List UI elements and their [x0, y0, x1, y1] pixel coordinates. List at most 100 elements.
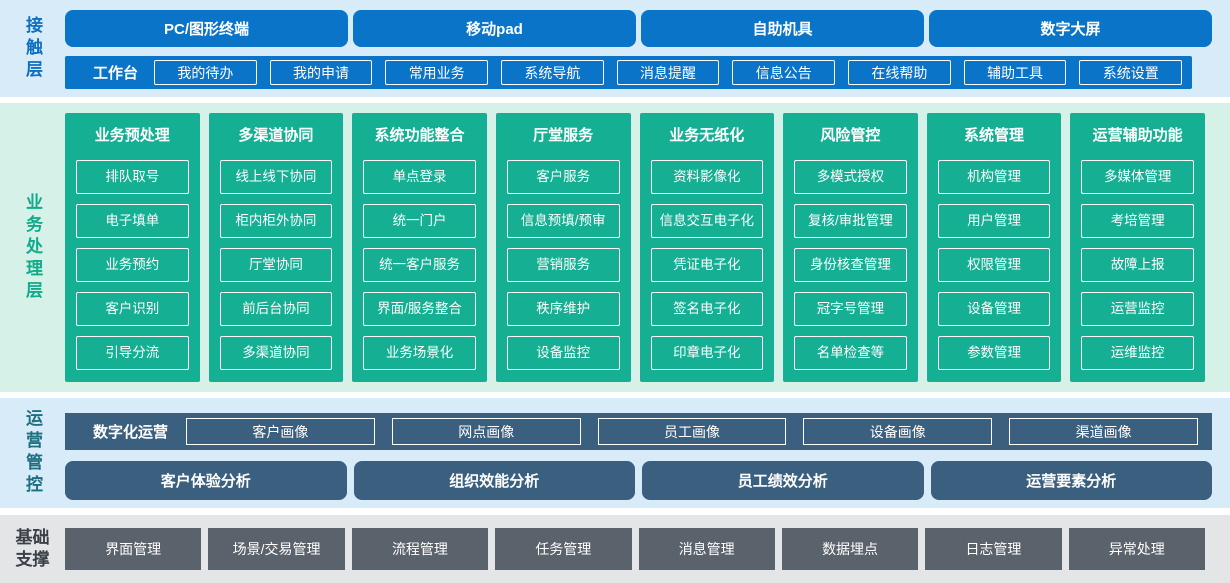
digital-ops-item-staff-profile: 员工画像	[597, 418, 787, 445]
module-column-ops-aux: 运营辅助功能 多媒体管理 考培管理 故障上报 运营监控 运维监控	[1070, 113, 1205, 382]
module-column-integration: 系统功能整合 单点登录 统一门户 统一客户服务 界面/服务整合 业务场景化	[352, 113, 487, 382]
digital-ops-item-customer-profile: 客户画像	[186, 418, 375, 445]
module-item: 冠字号管理	[794, 292, 907, 326]
foundation-layer-label-area: 基础支撑	[0, 515, 65, 583]
foundation-layer-label: 基础支撑	[15, 527, 50, 569]
module-item: 客户识别	[76, 292, 189, 326]
digital-ops-bar: 数字化运营 客户画像 网点画像 员工画像 设备画像 渠道画像	[65, 413, 1212, 450]
workbench-item-info-notice: 信息公告	[732, 60, 836, 85]
module-item: 印章电子化	[650, 336, 764, 370]
module-column-paperless: 业务无纸化 资料影像化 信息交互电子化 凭证电子化 签名电子化 印章电子化	[639, 113, 775, 382]
module-item: 参数管理	[937, 336, 1051, 370]
foundation-item-scene-txn-mgmt: 场景/交易管理	[208, 528, 345, 570]
module-item: 营销服务	[506, 248, 620, 282]
workbench-bar: 工作台 我的待办 我的申请 常用业务 系统导航 消息提醒 信息公告 在线帮助 辅…	[65, 56, 1192, 89]
module-item: 引导分流	[76, 336, 189, 370]
module-title: 业务无纸化	[669, 127, 745, 144]
module-item: 权限管理	[937, 248, 1051, 282]
module-item: 签名电子化	[650, 292, 764, 326]
contact-layer-label-area: 接触层	[0, 0, 65, 97]
module-item: 前后台协同	[219, 292, 333, 326]
module-item: 线上线下协同	[219, 160, 333, 194]
foundation-item-message-mgmt: 消息管理	[638, 528, 775, 570]
module-column-multichannel: 多渠道协同 线上线下协同 柜内柜外协同 厅堂协同 前后台协同 多渠道协同	[208, 113, 344, 382]
module-title: 厅堂服务	[533, 127, 594, 144]
module-item: 统一客户服务	[363, 248, 476, 282]
module-item: 厅堂协同	[219, 248, 333, 282]
workbench-item-system-nav: 系统导航	[501, 60, 604, 85]
module-column-lobby-service: 厅堂服务 客户服务 信息预填/预审 营销服务 秩序维护 设备监控	[495, 113, 631, 382]
module-item: 柜内柜外协同	[219, 204, 333, 238]
module-item: 电子填单	[76, 204, 189, 238]
workbench-item-message-alert: 消息提醒	[616, 60, 720, 85]
module-item: 信息交互电子化	[650, 204, 764, 238]
foundation-item-ui-mgmt: 界面管理	[65, 528, 202, 570]
foundation-item-task-mgmt: 任务管理	[495, 528, 632, 570]
module-item: 资料影像化	[650, 160, 764, 194]
module-item: 多渠道协同	[219, 336, 333, 370]
module-title: 运营辅助功能	[1092, 127, 1183, 144]
contact-layer-content: PC/图形终端 移动pad 自助机具 数字大屏 工作台 我的待办 我的申请 常用…	[65, 0, 1230, 97]
analysis-row: 客户体验分析 组织效能分析 员工绩效分析 运营要素分析	[65, 461, 1212, 500]
module-column-risk-control: 风险管控 多模式授权 复核/审批管理 身份核查管理 冠字号管理 名单检查等	[783, 113, 918, 382]
module-item: 考培管理	[1081, 204, 1194, 238]
workbench-item-system-settings: 系统设置	[1079, 60, 1183, 85]
analysis-org-efficiency: 组织效能分析	[353, 461, 635, 500]
module-item: 运维监控	[1081, 336, 1194, 370]
workbench-label: 工作台	[93, 65, 139, 82]
workbench-item-aux-tools: 辅助工具	[963, 60, 1067, 85]
digital-ops-item-channel-profile: 渠道画像	[1009, 418, 1198, 445]
module-title: 多渠道协同	[238, 127, 314, 144]
module-item: 复核/审批管理	[794, 204, 907, 238]
module-title: 风险管控	[820, 127, 881, 144]
module-item: 单点登录	[363, 160, 476, 194]
module-item: 客户服务	[506, 160, 620, 194]
module-column-preprocess: 业务预处理 排队取号 电子填单 业务预约 客户识别 引导分流	[65, 113, 200, 382]
module-item: 名单检查等	[794, 336, 907, 370]
digital-ops-items: 客户画像 网点画像 员工画像 设备画像 渠道画像	[186, 418, 1198, 445]
contact-layer-label: 接触层	[23, 15, 42, 82]
digital-ops-item-device-profile: 设备画像	[803, 418, 993, 445]
channel-pc-terminal: PC/图形终端	[65, 10, 348, 47]
module-item: 凭证电子化	[650, 248, 764, 282]
module-item: 多模式授权	[794, 160, 907, 194]
channel-self-service: 自助机具	[641, 10, 924, 47]
business-layer-label: 业务处理层	[23, 192, 42, 303]
module-item: 运营监控	[1081, 292, 1194, 326]
foundation-layer: 基础支撑 界面管理 场景/交易管理 流程管理 任务管理 消息管理 数据埋点 日志…	[0, 515, 1230, 583]
contact-layer: 接触层 PC/图形终端 移动pad 自助机具 数字大屏 工作台 我的待办 我的申…	[0, 0, 1230, 97]
digital-ops-item-branch-profile: 网点画像	[391, 418, 581, 445]
module-item: 界面/服务整合	[363, 292, 476, 326]
module-item: 业务场景化	[363, 336, 476, 370]
operations-layer-label: 运营管控	[23, 409, 42, 497]
business-layer-content: 业务预处理 排队取号 电子填单 业务预约 客户识别 引导分流 多渠道协同 线上线…	[65, 103, 1230, 392]
analysis-customer-experience: 客户体验分析	[65, 461, 347, 500]
module-item: 故障上报	[1081, 248, 1194, 282]
operations-layer-content: 数字化运营 客户画像 网点画像 员工画像 设备画像 渠道画像 客户体验分析 组织…	[65, 398, 1230, 508]
foundation-layer-content: 界面管理 场景/交易管理 流程管理 任务管理 消息管理 数据埋点 日志管理 异常…	[65, 515, 1230, 583]
channel-digital-screen: 数字大屏	[929, 10, 1212, 47]
module-item: 信息预填/预审	[506, 204, 620, 238]
module-item: 排队取号	[76, 160, 189, 194]
workbench-items: 我的待办 我的申请 常用业务 系统导航 消息提醒 信息公告 在线帮助 辅助工具 …	[154, 60, 1183, 85]
module-columns: 业务预处理 排队取号 电子填单 业务预约 客户识别 引导分流 多渠道协同 线上线…	[65, 113, 1205, 382]
business-layer: 业务处理层 业务预处理 排队取号 电子填单 业务预约 客户识别 引导分流 多渠道…	[0, 103, 1230, 392]
business-layer-label-area: 业务处理层	[0, 103, 65, 392]
channel-row: PC/图形终端 移动pad 自助机具 数字大屏	[65, 10, 1212, 47]
module-column-system-mgmt: 系统管理 机构管理 用户管理 权限管理 设备管理 参数管理	[926, 113, 1062, 382]
workbench-item-common-biz: 常用业务	[385, 60, 489, 85]
operations-layer-label-area: 运营管控	[0, 398, 65, 508]
module-item: 业务预约	[76, 248, 189, 282]
analysis-ops-elements: 运营要素分析	[930, 461, 1212, 500]
module-item: 用户管理	[937, 204, 1051, 238]
foundation-item-process-mgmt: 流程管理	[351, 528, 489, 570]
foundation-item-data-tracking: 数据埋点	[781, 528, 919, 570]
module-item: 设备管理	[937, 292, 1051, 326]
module-item: 多媒体管理	[1081, 160, 1194, 194]
module-item: 机构管理	[937, 160, 1051, 194]
operations-layer: 运营管控 数字化运营 客户画像 网点画像 员工画像 设备画像 渠道画像 客户体验…	[0, 398, 1230, 508]
workbench-item-online-help: 在线帮助	[848, 60, 951, 85]
workbench-item-my-todo: 我的待办	[154, 60, 257, 85]
module-title: 系统管理	[964, 127, 1025, 144]
workbench-item-my-requests: 我的申请	[269, 60, 373, 85]
